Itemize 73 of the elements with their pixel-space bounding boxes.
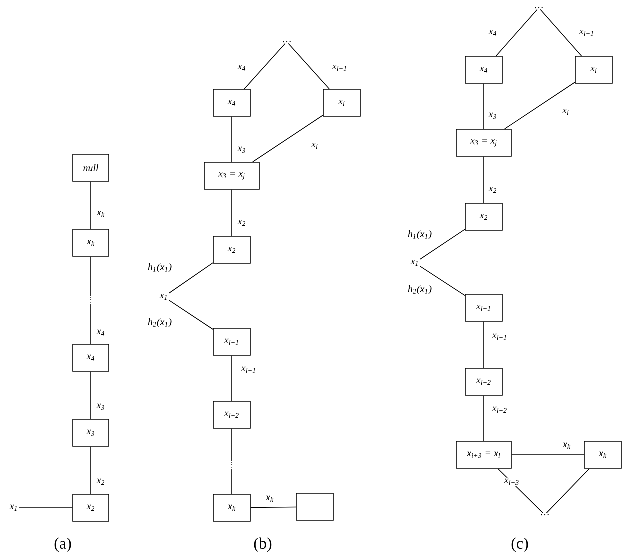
empty-box — [296, 493, 334, 521]
edge-label: h$_{2}$(x$_{1}$) — [406, 284, 434, 296]
node-box: x$_{k}$ — [72, 229, 110, 257]
connector-line — [90, 372, 92, 420]
connector-line — [512, 454, 584, 456]
edge-label: x$_{k}$ — [96, 210, 106, 218]
edge-label: x$_{i−1}$ — [331, 64, 349, 72]
node-box: x$_{3}$ — [72, 419, 110, 447]
node-box: x$_{i+1}$ — [465, 294, 503, 322]
connector-line — [540, 9, 582, 56]
connector-line — [90, 446, 92, 494]
connector-line — [90, 304, 92, 344]
connector-line — [498, 468, 544, 514]
node-box: x$_{i+2}$ — [213, 401, 251, 429]
edge-label: x$_{k}$ — [264, 494, 276, 504]
connector-line — [546, 468, 590, 514]
node-box: x$_{k}$ — [213, 494, 251, 522]
node-box: x$_{i+2}$ — [465, 368, 503, 396]
edge-label: x$_{i+1}$ — [240, 366, 258, 374]
node-box: x$_{3}$ = x$_{j}$ — [204, 162, 260, 190]
ellipsis: … — [541, 514, 549, 516]
edge-label: x$_{i+1}$ — [491, 332, 509, 342]
connector-line — [169, 300, 214, 330]
node-box: x$_{i+1}$ — [213, 328, 251, 356]
node-box: null — [72, 154, 110, 182]
edge-label: x$_{2}$ — [488, 186, 498, 194]
ellipsis: … — [283, 41, 291, 43]
edge-label: x$_{i}$ — [310, 142, 320, 150]
connector-line — [420, 266, 466, 296]
connector-line — [169, 262, 214, 294]
node-box: x$_{4}$ — [213, 89, 251, 117]
edge-label: x$_{2}$ — [96, 478, 106, 486]
node-box: x$_{i}$ — [575, 56, 613, 84]
connector-line — [252, 115, 324, 162]
connector-line — [420, 229, 466, 260]
connector-line — [250, 506, 296, 508]
node-box: x$_{4}$ — [465, 56, 503, 84]
node-box: x$_{k}$ — [584, 441, 622, 469]
connector-line — [244, 43, 286, 90]
connector-line — [90, 256, 92, 296]
edge-label: x$_{4}$ — [236, 64, 248, 72]
node-box: x$_{4}$ — [72, 344, 110, 372]
connector-line — [504, 82, 576, 130]
edge-label: h$_{1}$(x$_{1}$) — [406, 229, 434, 241]
panel-label: (b) — [254, 538, 272, 552]
node-box: x$_{3}$ = x$_{j}$ — [456, 129, 512, 157]
ellipsis: … — [535, 7, 543, 9]
edge-label: x$_{i+3}$ — [503, 478, 521, 486]
connector-line — [496, 9, 538, 56]
edge-label: x$_{4}$ — [488, 28, 498, 38]
edge-label: x$_{3}$ — [488, 112, 498, 120]
node-box: x$_{i+3}$ = x$_{l}$ — [456, 441, 512, 469]
connector-line — [288, 43, 330, 90]
panel-label: (c) — [512, 538, 528, 552]
edge-label: x$_{3}$ — [236, 146, 248, 154]
node-box: x$_{2}$ — [213, 236, 251, 264]
variable-label: x$_{1}$ — [410, 260, 418, 266]
panel-label: (a) — [54, 538, 72, 552]
node-box: x$_{i}$ — [323, 89, 361, 117]
edge-label: x$_{i}$ — [562, 108, 570, 116]
node-box: x$_{2}$ — [465, 203, 503, 231]
edge-label: x$_{3}$ — [96, 402, 106, 412]
edge-label: x$_{i−1}$ — [578, 28, 596, 38]
edge-label: h$_{1}$(x$_{1}$) — [146, 262, 174, 274]
edge-label: x$_{i+2}$ — [491, 406, 509, 414]
connector-line — [90, 181, 92, 230]
edge-label: x$_{4}$ — [96, 328, 106, 338]
variable-label: x$_{1}$ — [160, 294, 167, 300]
node-box: x$_{2}$ — [72, 494, 110, 522]
edge-label: h$_{2}$(x$_{1}$) — [146, 317, 174, 329]
edge-label: x$_{2}$ — [236, 218, 248, 228]
variable-label: x$_{1}$ — [10, 504, 17, 512]
edge-label: x$_{k}$ — [562, 442, 572, 450]
